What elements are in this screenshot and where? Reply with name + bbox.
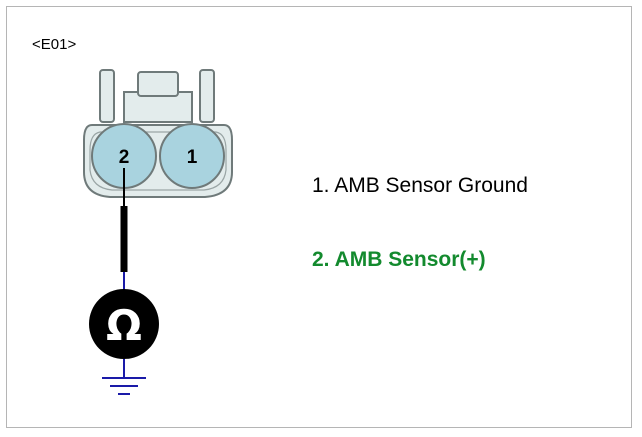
legend-item-1: 1. AMB Sensor Ground [312, 174, 528, 197]
pin-1[interactable]: 1 [159, 123, 225, 189]
connector-housing-inner [89, 131, 227, 191]
legend-item-2: 2. AMB Sensor(+) [312, 248, 486, 271]
ohmmeter: Ω [89, 289, 159, 359]
connector-id-label: <E01> [32, 36, 77, 53]
pin-1-number: 1 [187, 147, 198, 168]
ohm-icon: Ω [106, 301, 142, 350]
ground-icon [102, 359, 146, 395]
pin-2-number: 2 [119, 147, 130, 168]
connector-latch [99, 69, 215, 123]
